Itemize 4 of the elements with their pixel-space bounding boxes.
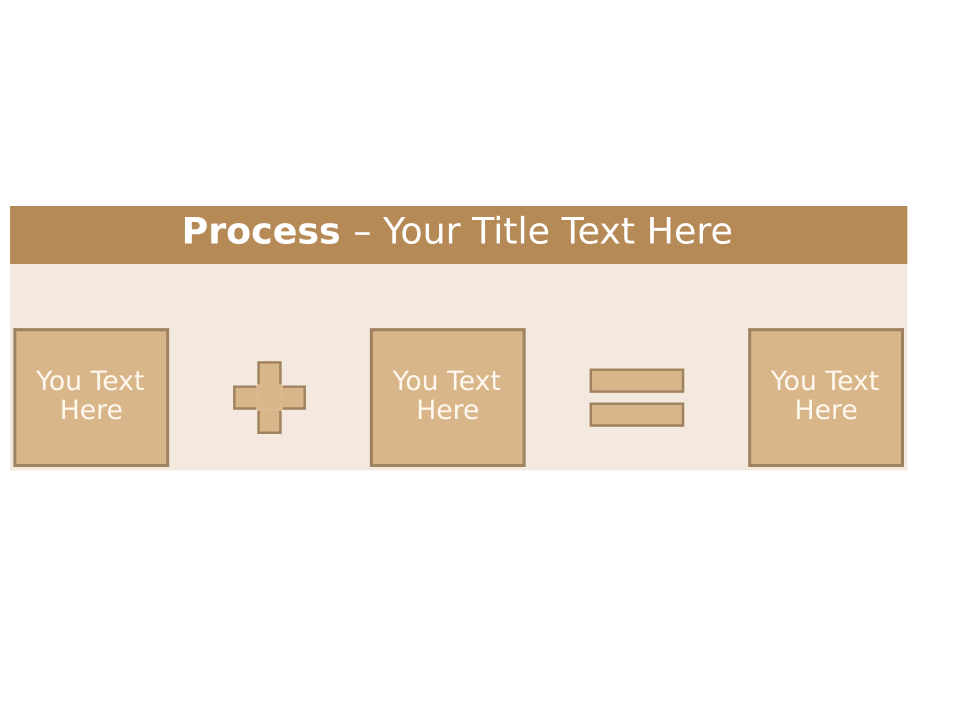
node-box: You Text Here — [748, 328, 904, 467]
node-box: You Text Here — [12, 328, 169, 467]
diagram-title: Process – Your Title Text Here — [181, 210, 732, 253]
node-box: You Text Here — [369, 328, 526, 467]
